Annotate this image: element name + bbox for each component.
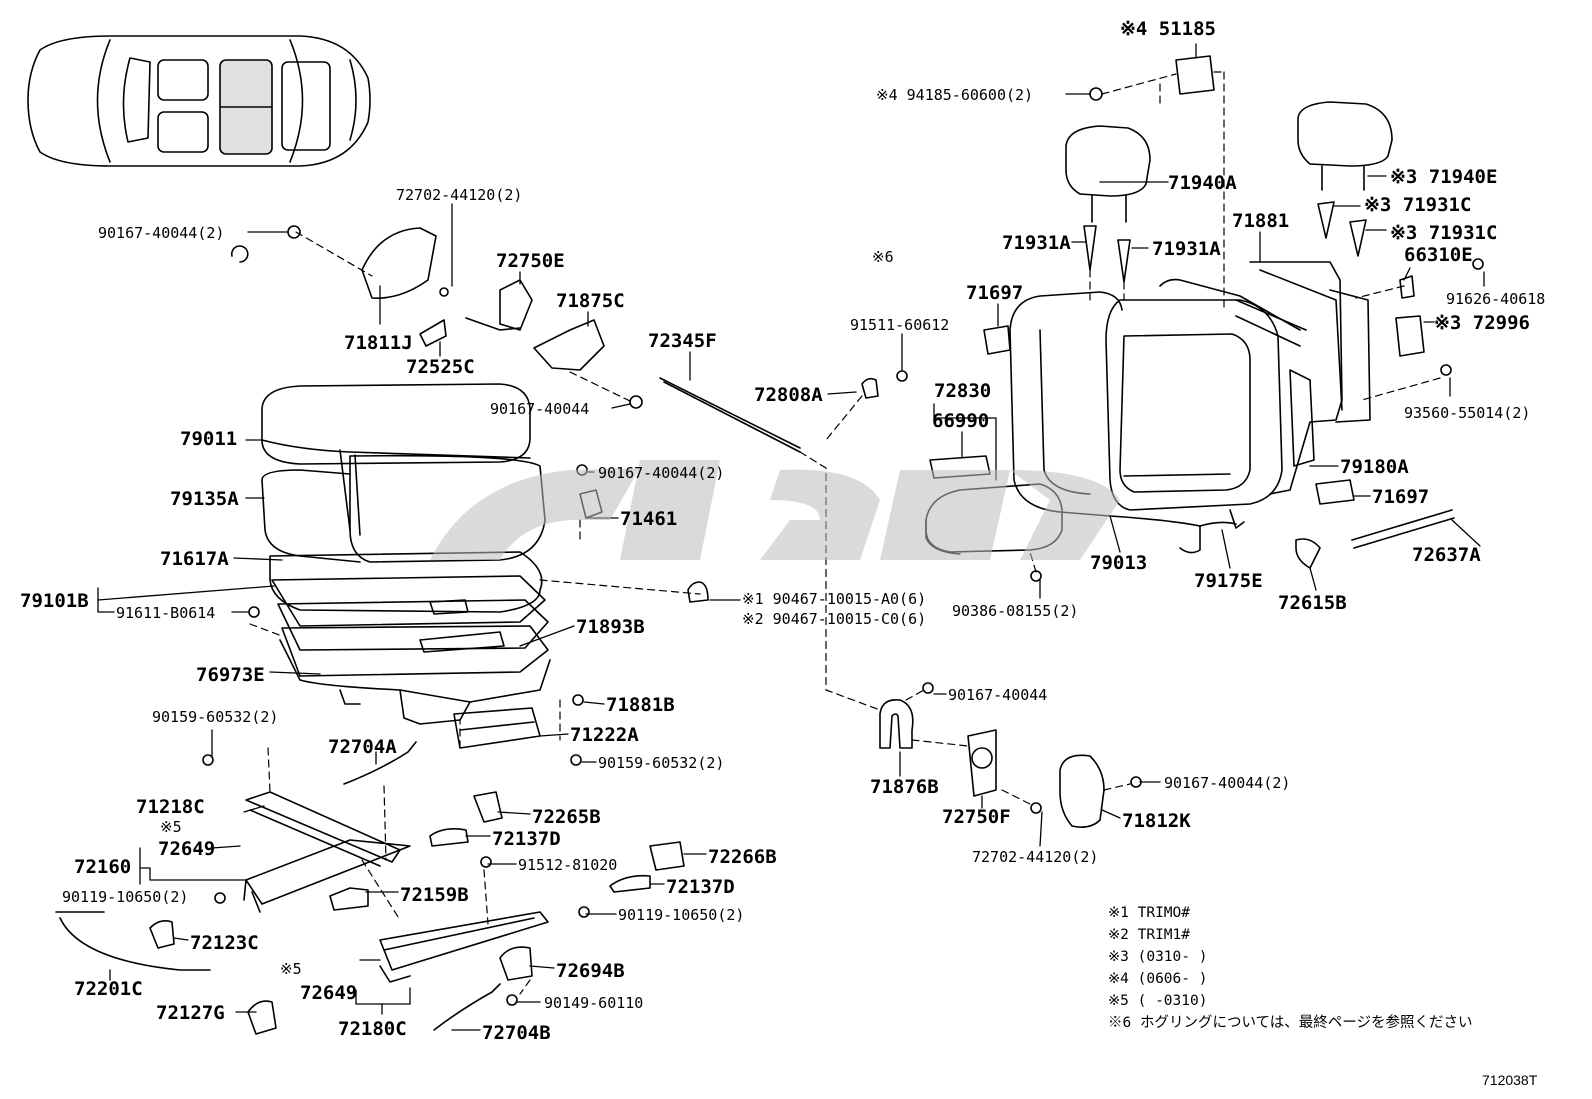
label-90149: 90149-60110: [544, 994, 644, 1012]
label-71893B: 71893B: [576, 616, 645, 638]
label-71931C-1: ※3 71931C: [1364, 194, 1472, 216]
label-90467-b: ※2 90467-10015-C0(6): [742, 610, 927, 628]
label-72159B: 72159B: [400, 884, 469, 906]
label-90119-a: 90119-10650(2): [62, 888, 189, 906]
seat-cushion-assembly: [261, 383, 551, 725]
label-71931C-2: ※3 71931C: [1390, 222, 1498, 244]
label-71931A-2: 71931A: [1152, 238, 1221, 260]
label-note6-ref: ※6: [872, 248, 894, 266]
label-72615B: 72615B: [1278, 592, 1347, 614]
label-71881: 71881: [1232, 210, 1290, 232]
label-71222A: 71222A: [570, 724, 639, 746]
rods-and-cables: [55, 377, 1455, 1031]
label-71218C: 71218C: [136, 796, 205, 818]
label-72649-a: 72649: [158, 838, 216, 860]
label-71940A: 71940A: [1168, 172, 1237, 194]
label-72808A: 72808A: [754, 384, 823, 406]
label-71876B: 71876B: [870, 776, 939, 798]
label-90159-b: 90159-60532(2): [598, 754, 725, 772]
label-90467-a: ※1 90467-10015-A0(6): [742, 590, 927, 608]
label-72996: ※3 72996: [1434, 312, 1530, 334]
label-72702-a: 72702-44120(2): [396, 186, 523, 204]
label-90159-a: 90159-60532(2): [152, 708, 279, 726]
notes-legend: ※1 TRIMO# ※2 TRIM1# ※3 (0310- ) ※4 (0606…: [1108, 902, 1472, 1034]
label-72266B: 72266B: [708, 846, 777, 868]
label-72123C: 72123C: [190, 932, 259, 954]
label-66990: 66990: [932, 410, 990, 432]
label-72345F: 72345F: [648, 330, 717, 352]
note-3: ※3 (0310- ): [1108, 949, 1208, 965]
note-6: ※6 ホグリングについては、最終ページを参照ください: [1108, 1015, 1473, 1031]
label-71617A: 71617A: [160, 548, 229, 570]
label-90167-a: 90167-40044(2): [98, 224, 225, 242]
label-90119-b: 90119-10650(2): [618, 906, 745, 924]
note-1: ※1 TRIMO#: [1108, 905, 1190, 921]
label-72525C: 72525C: [406, 356, 475, 378]
note-4: ※4 (0606- ): [1108, 971, 1208, 987]
leader-lines: [97, 43, 1485, 1031]
label-72750F: 72750F: [942, 806, 1011, 828]
label-71811J: 71811J: [344, 332, 413, 354]
label-79013: 79013: [1090, 552, 1148, 574]
label-71461: 71461: [620, 508, 678, 530]
label-71875C: 71875C: [556, 290, 625, 312]
label-72160: 72160: [74, 856, 132, 878]
label-79180A: 79180A: [1340, 456, 1409, 478]
label-79175E: 79175E: [1194, 570, 1263, 592]
label-71931A-1: 71931A: [1002, 232, 1071, 254]
label-91626: 91626-40618: [1446, 290, 1546, 308]
label-72830: 72830: [934, 380, 992, 402]
seat-track-lower: [379, 911, 549, 983]
label-91611: 91611-B0614: [116, 604, 216, 622]
label-90167-d: 90167-40044: [948, 686, 1048, 704]
label-91512: 91512-81020: [518, 856, 618, 874]
label-72694B: 72694B: [556, 960, 625, 982]
label-94185: ※4 94185-60600(2): [876, 86, 1034, 104]
label-90167-b: 90167-40044: [490, 400, 590, 418]
label-72265B: 72265B: [532, 806, 601, 828]
label-72750E: 72750E: [496, 250, 565, 272]
headrest-front-left: [1065, 125, 1151, 223]
label-72649-b: 72649: [300, 982, 358, 1004]
small-hardware-parts: [149, 55, 1484, 1035]
label-72137D-2: 72137D: [666, 876, 735, 898]
label-93560: 93560-55014(2): [1404, 404, 1531, 422]
label-72702-b: 72702-44120(2): [972, 848, 1099, 866]
label-90167-c: 90167-40044(2): [598, 464, 725, 482]
headrest-rear-right: [1297, 101, 1393, 191]
watermark-logo: [430, 460, 1120, 560]
label-71697-b: 71697: [1372, 486, 1430, 508]
label-71812K: 71812K: [1122, 810, 1191, 832]
label-90167-e: 90167-40044(2): [1164, 774, 1291, 792]
seat-track-upper: [243, 791, 411, 913]
label-note5-b: ※5: [280, 960, 302, 978]
label-72704A: 72704A: [328, 736, 397, 758]
label-79011: 79011: [180, 428, 238, 450]
label-72127G: 72127G: [156, 1002, 225, 1024]
vehicle-seat-location-icon: [27, 35, 371, 167]
label-66310E: 66310E: [1404, 244, 1473, 266]
label-72704B: 72704B: [482, 1022, 551, 1044]
label-91511: 91511-60612: [850, 316, 950, 334]
label-71881B: 71881B: [606, 694, 675, 716]
seat-back-assembly: [1009, 261, 1371, 554]
label-71697-a: 71697: [966, 282, 1024, 304]
label-90386: 90386-08155(2): [952, 602, 1079, 620]
label-72637A: 72637A: [1412, 544, 1481, 566]
label-51185: ※4 51185: [1120, 18, 1216, 40]
label-note5-a: ※5: [160, 818, 182, 836]
track-brackets: [453, 707, 541, 749]
label-76973E: 76973E: [196, 664, 265, 686]
label-72201C: 72201C: [74, 978, 143, 1000]
label-79101B: 79101B: [20, 590, 89, 612]
label-71940E: ※3 71940E: [1390, 166, 1498, 188]
note-5: ※5 ( -0310): [1108, 993, 1208, 1009]
label-72180C: 72180C: [338, 1018, 407, 1040]
label-72137D-1: 72137D: [492, 828, 561, 850]
label-79135A: 79135A: [170, 488, 239, 510]
note-2: ※2 TRIM1#: [1108, 927, 1190, 943]
diagram-code: 712038T: [1482, 1072, 1538, 1088]
